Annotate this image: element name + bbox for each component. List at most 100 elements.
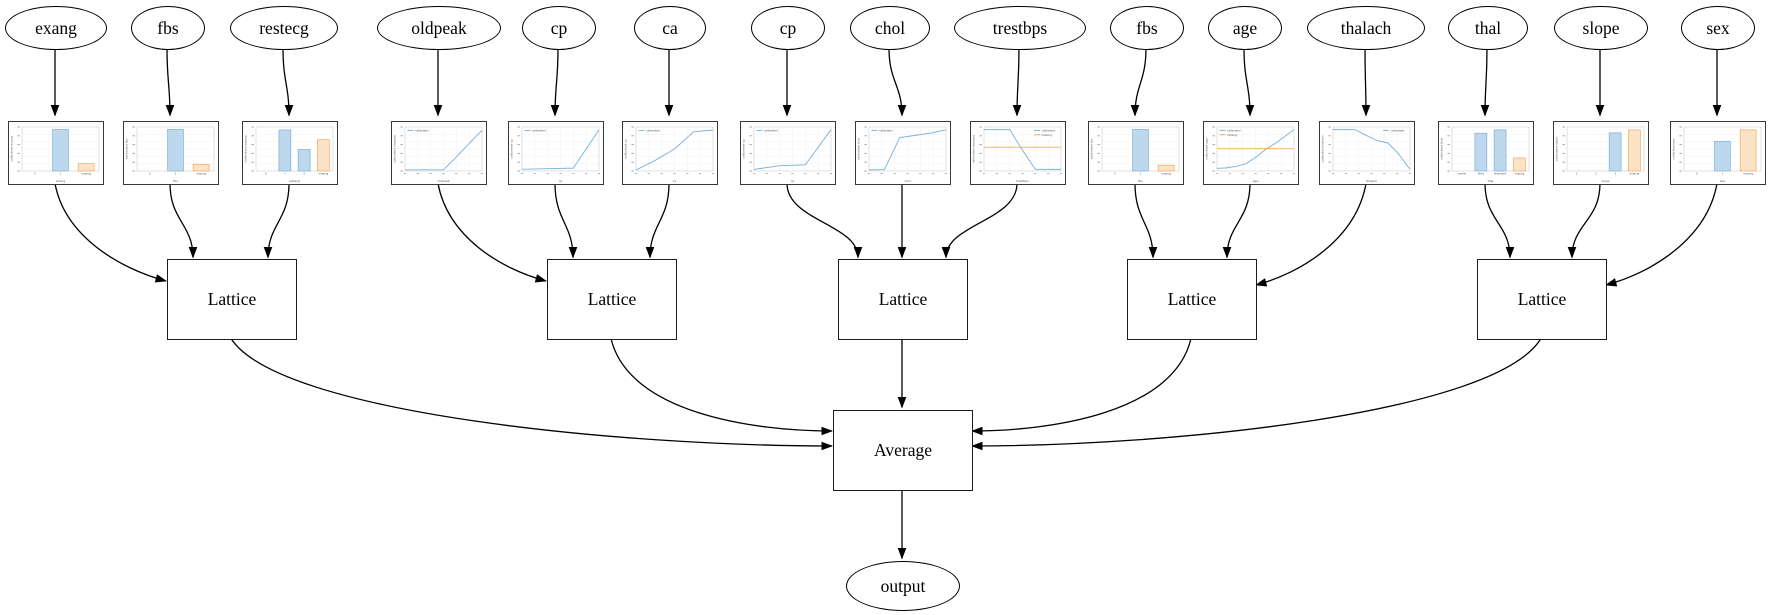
chart-xlabel: thalach xyxy=(1366,179,1377,183)
edge xyxy=(1222,183,1251,259)
calibrator-line xyxy=(868,129,947,171)
bar-category-label: missing xyxy=(1515,172,1525,176)
chart-ylabel: calibrated thal xyxy=(1440,138,1444,160)
feature-label: oldpeak xyxy=(411,17,467,38)
feature-label: restecg xyxy=(259,17,309,38)
chart-xlabel: cp xyxy=(559,179,563,183)
calibrator-line xyxy=(521,129,600,170)
feature-label: thalach xyxy=(1340,17,1392,38)
bar-category-label: 3 xyxy=(1614,172,1616,176)
bar-thal-reversible xyxy=(1493,129,1507,172)
feature-label: slope xyxy=(1582,17,1620,38)
lattice-label: Lattice xyxy=(1517,289,1567,309)
bar-slope-missing xyxy=(1628,129,1641,172)
feature-label: cp xyxy=(779,17,797,38)
feature-node-fbs: fbs xyxy=(131,6,205,50)
bar-category-label: 1 xyxy=(1722,172,1724,176)
chart-xlabel: restecg xyxy=(289,179,300,183)
edge xyxy=(1012,47,1022,117)
feature-node-cp: cp xyxy=(522,6,596,50)
edge xyxy=(1134,183,1158,259)
bar-fbs-missing xyxy=(192,163,210,172)
bar-category-label: missing xyxy=(196,172,206,176)
bar-category-label: 0 xyxy=(34,172,36,176)
lattice-node-0: Lattice xyxy=(167,259,297,340)
output-node: output xyxy=(846,561,960,611)
edge xyxy=(169,183,198,259)
feature-node-fbs: fbs xyxy=(1110,6,1184,50)
bar-restecg-missing xyxy=(317,139,330,172)
chart-ylabel: calibrated exang xyxy=(10,136,14,161)
lattice-label: Lattice xyxy=(207,289,257,309)
edge xyxy=(437,183,547,283)
feature-label: fbs xyxy=(157,17,179,38)
lattice-node-3: Lattice xyxy=(1127,259,1257,340)
legend-entry-label: calibrated xyxy=(1227,128,1241,132)
chart-xlabel: fbs xyxy=(173,179,178,183)
chart-ylabel: calibrated cp xyxy=(510,139,514,159)
edge xyxy=(1484,183,1515,259)
chart-ylabel: calibrated thalach xyxy=(1321,135,1325,162)
feature-label: fbs xyxy=(1136,17,1158,38)
feature-node-restecg: restecg xyxy=(230,6,338,50)
chart-xlabel: chol xyxy=(904,179,910,183)
edge xyxy=(786,183,863,259)
average-label: Average xyxy=(874,440,932,460)
bar-category-label: 2 xyxy=(303,172,305,176)
bar-category-label: 1 xyxy=(1576,172,1578,176)
calibrator-line xyxy=(984,129,1061,170)
edge xyxy=(610,338,833,436)
bar-thal-missing xyxy=(1513,157,1526,172)
feature-node-sex: sex xyxy=(1681,6,1755,50)
bar-fbs-1 xyxy=(167,129,184,172)
bar-category-label: missing xyxy=(1161,172,1171,176)
bar-fbs-1 xyxy=(1132,129,1149,172)
edge xyxy=(1480,47,1490,117)
calibrator-line xyxy=(635,129,714,171)
legend-entry-label: calibrated xyxy=(1042,128,1056,132)
bar-category-label: missing xyxy=(1630,172,1640,176)
bar-category-label: missing xyxy=(81,172,91,176)
calibrator-chart-svg: calibrated trestbpstrestbpscalibratedmis… xyxy=(971,122,1065,184)
chart-xlabel: exang xyxy=(56,179,65,183)
lattice-label: Lattice xyxy=(878,289,928,309)
feature-label: cp xyxy=(550,17,568,38)
chart-xlabel: oldpeak xyxy=(438,179,450,183)
feature-node-ca: ca xyxy=(634,6,706,50)
edge xyxy=(888,47,907,117)
lattice-node-4: Lattice xyxy=(1477,259,1607,340)
bar-fbs-missing xyxy=(1157,164,1175,172)
feature-label: exang xyxy=(35,17,77,38)
bar-sex-missing xyxy=(1739,129,1757,172)
bar-category-label: missing xyxy=(319,172,329,176)
chart-ylabel: calibrated oldpeak xyxy=(393,135,397,163)
bar-category-label: missing xyxy=(1743,172,1753,176)
lattice-node-2: Lattice xyxy=(838,259,968,340)
edge xyxy=(550,47,560,117)
bar-category-label: 2 xyxy=(1595,172,1597,176)
bar-thal-fixed xyxy=(1474,132,1488,172)
feature-label: ca xyxy=(662,17,678,38)
feature-label: chol xyxy=(874,17,906,38)
chart-xlabel: ca xyxy=(673,179,677,183)
legend-entry-label: missing xyxy=(1042,133,1053,137)
edge xyxy=(971,338,1542,451)
edge xyxy=(282,47,294,117)
average-node: Average xyxy=(833,410,973,491)
